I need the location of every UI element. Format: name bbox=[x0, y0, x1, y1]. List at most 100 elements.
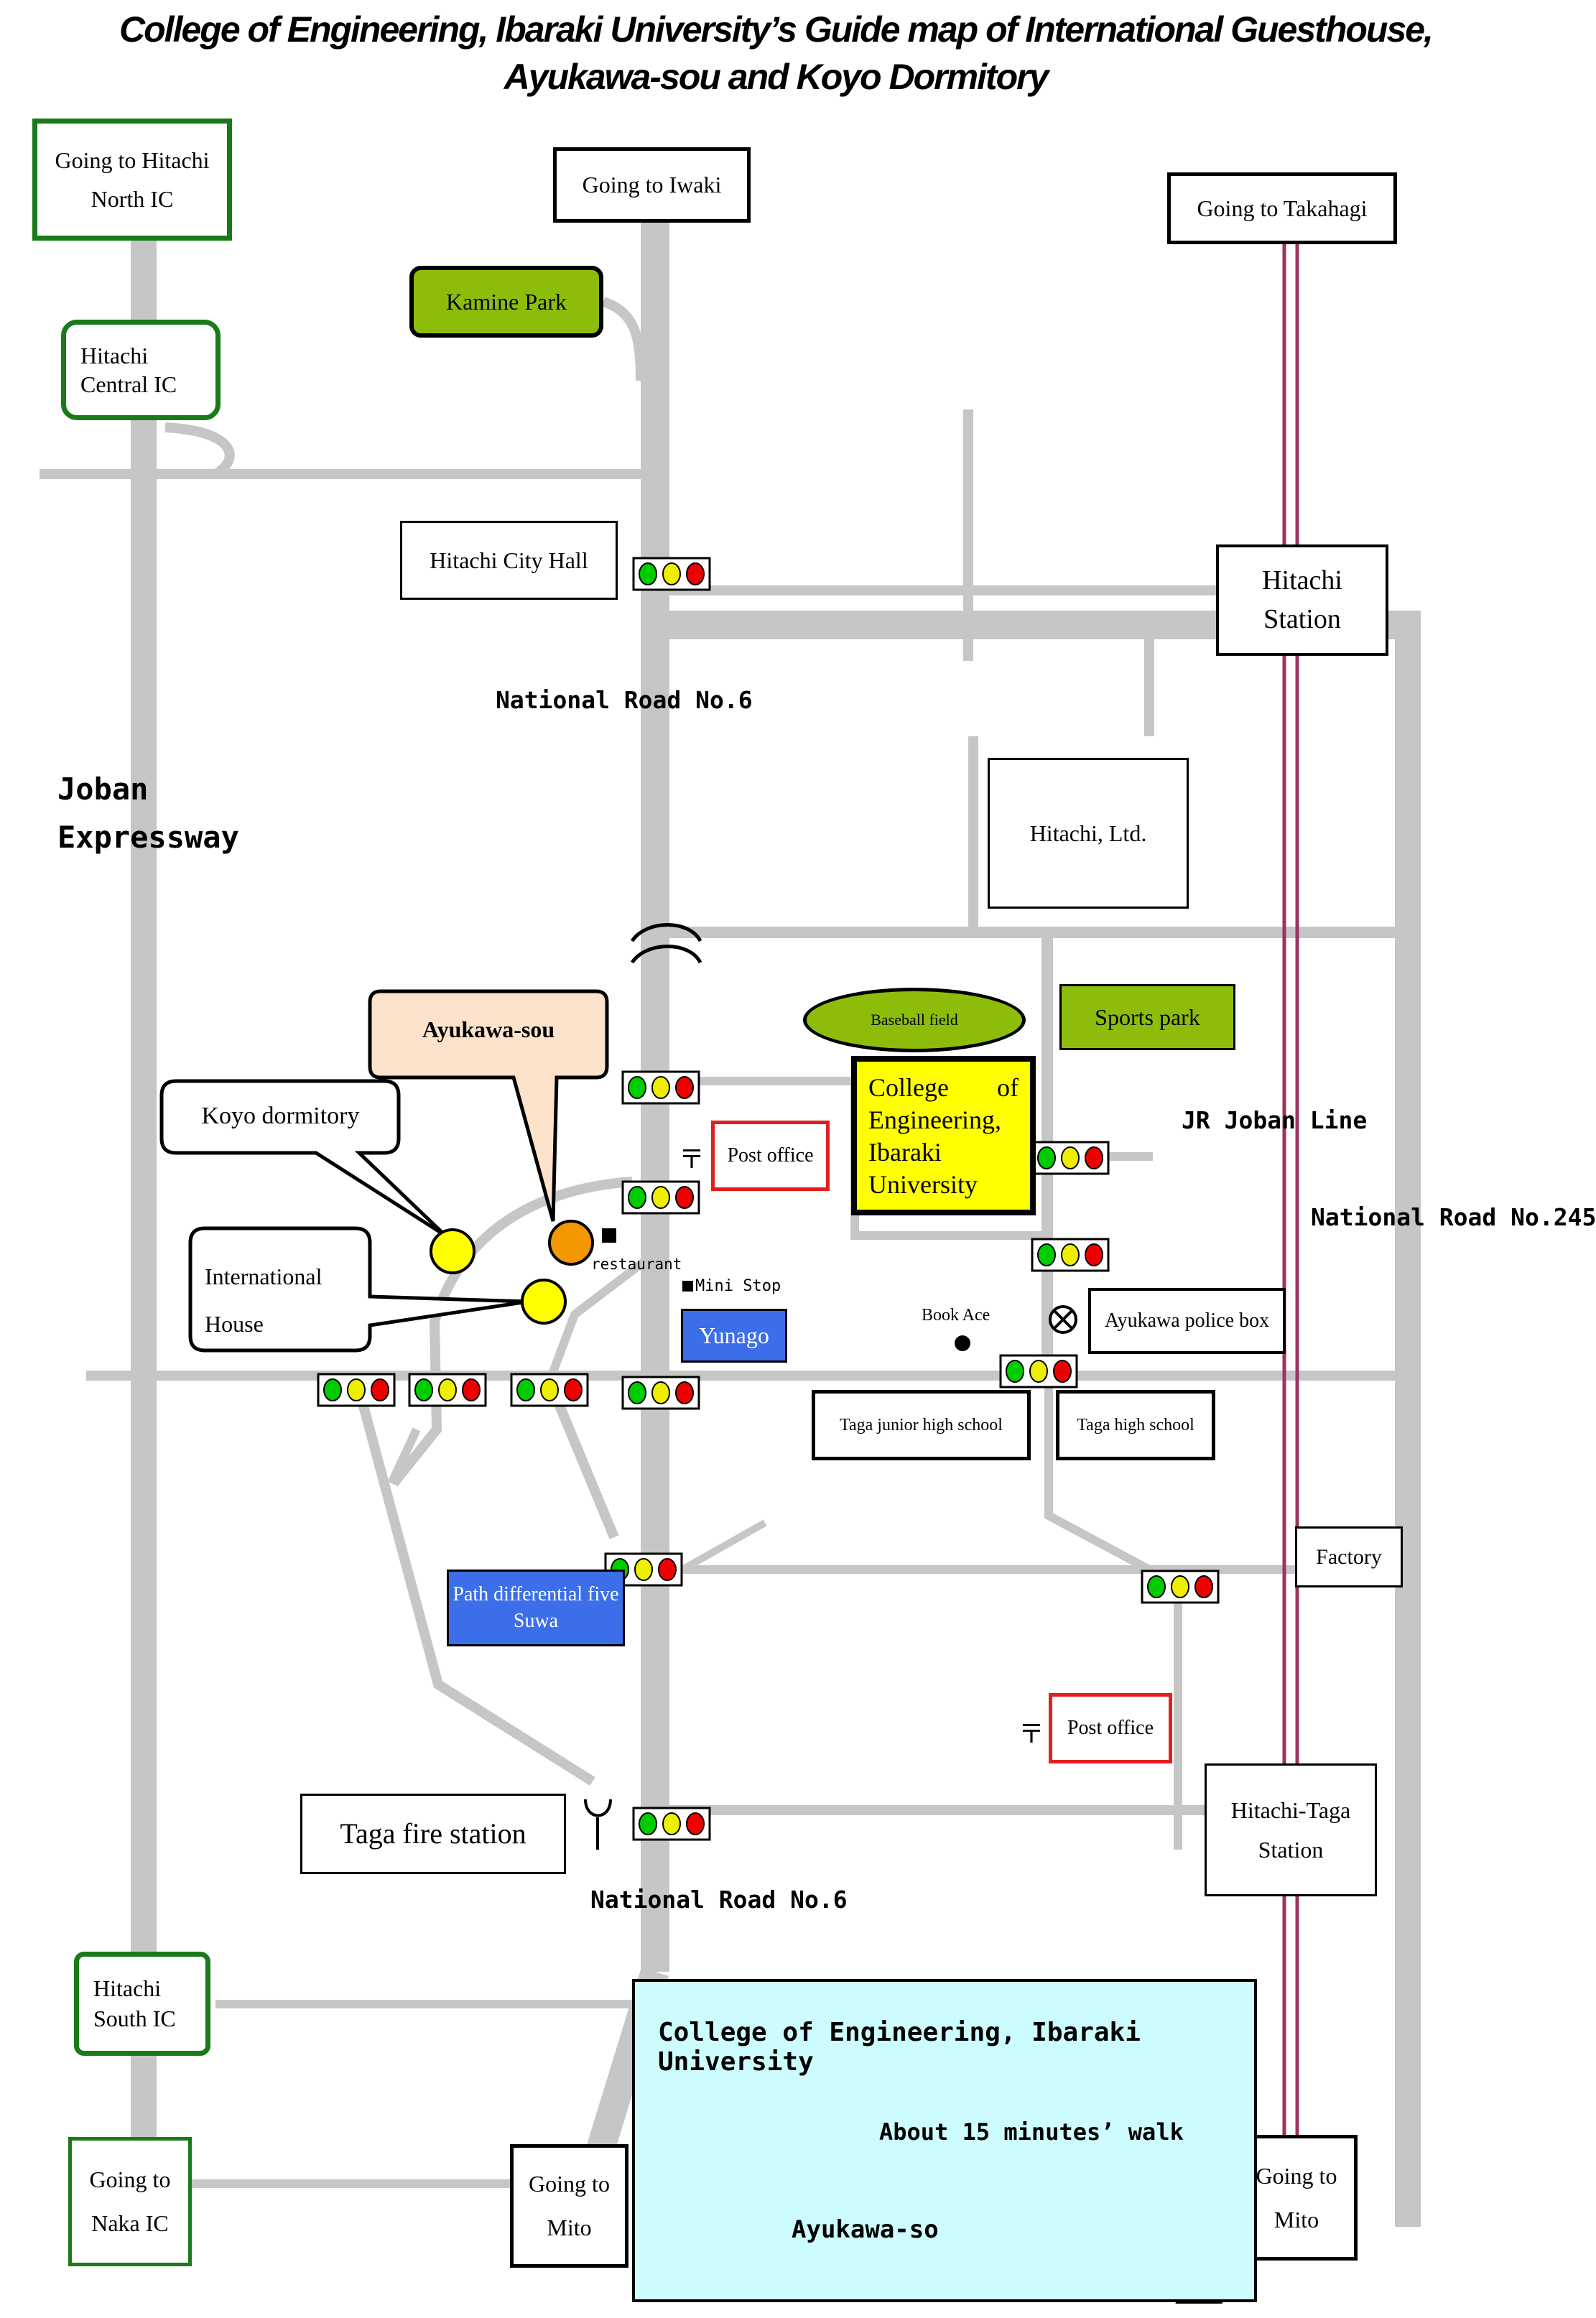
mini-stop-marker bbox=[682, 1281, 693, 1292]
bridge-symbol bbox=[630, 923, 702, 964]
hitachi-central-ic-ramp bbox=[164, 422, 235, 479]
factory-box[interactable]: Factory bbox=[1295, 1526, 1403, 1587]
kamine-park-road bbox=[601, 297, 646, 381]
koyo-dormitory-callout bbox=[159, 1079, 447, 1238]
traffic-signal-icon bbox=[632, 557, 711, 591]
taga-junior-high-label: Taga junior high school bbox=[840, 1415, 1003, 1434]
road-diag-mid bbox=[548, 1388, 619, 1539]
road-network bbox=[40, 223, 1421, 2227]
map-title-line2: Ayukawa-sou and Koyo Dormitory bbox=[504, 57, 1049, 97]
kamine-park-box[interactable]: Kamine Park bbox=[409, 266, 603, 338]
restaurant-marker bbox=[602, 1228, 616, 1243]
road-taga-south bbox=[1044, 1383, 1151, 1574]
traffic-signal-icon bbox=[1141, 1570, 1220, 1604]
traffic-signal-icon bbox=[632, 1807, 711, 1841]
going-hitachi-north-box[interactable]: Going to Hitachi North IC bbox=[32, 119, 232, 241]
path-differential-box[interactable]: Path differential five Suwa bbox=[447, 1570, 625, 1646]
taga-high-box[interactable]: Taga high school bbox=[1056, 1390, 1215, 1460]
map-stage: College of Engineering, Ibaraki Universi… bbox=[32, 9, 1596, 2304]
traffic-signal-icon bbox=[1031, 1141, 1110, 1175]
post-mark-2: 〒 bbox=[1019, 1720, 1045, 1748]
going-mito-1-box[interactable]: Going to Mito bbox=[510, 2144, 628, 2268]
national-road-6-upper-label: National Road No.6 bbox=[496, 686, 753, 714]
map-canvas bbox=[40, 223, 1421, 2304]
ayukawa-sou-callout bbox=[368, 989, 609, 1222]
ayukawa-sou-label: Ayukawa-sou bbox=[422, 1016, 555, 1042]
road-restaurant-diag bbox=[549, 1253, 653, 1374]
road-mid-curve bbox=[387, 1427, 421, 1485]
taga-junior-high-box[interactable]: Taga junior high school bbox=[812, 1390, 1031, 1460]
college-building[interactable]: College of Engineering, Ibaraki Universi… bbox=[851, 1056, 1036, 1215]
post-mark-1: 〒 bbox=[679, 1145, 705, 1174]
yunago-label: Yunago bbox=[699, 1322, 769, 1349]
ayukawa-sou-marker[interactable] bbox=[548, 1220, 594, 1266]
national-road-245-label: National Road No.245 bbox=[1311, 1203, 1596, 1231]
hitachi-ltd-label: Hitachi, Ltd. bbox=[1029, 820, 1147, 846]
traffic-signal-icon bbox=[408, 1373, 487, 1407]
going-takahagi-label: Going to Takahagi bbox=[1197, 195, 1368, 221]
callout-shapes bbox=[159, 989, 609, 1353]
hitachi-station-box[interactable]: Hitachi Station bbox=[1216, 544, 1388, 656]
taga-fire-station-box[interactable]: Taga fire station bbox=[300, 1794, 566, 1874]
note-line1: College of Engineering, Ibaraki Universi… bbox=[658, 2018, 1141, 2077]
baseball-field[interactable]: Baseball field bbox=[803, 988, 1026, 1052]
hitachi-taga-station-box[interactable]: Hitachi-Taga Station bbox=[1205, 1763, 1377, 1896]
going-iwaki-box[interactable]: Going to Iwaki bbox=[553, 147, 751, 223]
restaurant-label: restaurant bbox=[591, 1256, 682, 1273]
hitachi-ltd-box[interactable]: Hitachi, Ltd. bbox=[988, 758, 1189, 909]
international-house-marker[interactable] bbox=[521, 1279, 567, 1325]
traffic-signal-icon bbox=[621, 1180, 700, 1215]
police-box-icon bbox=[1049, 1305, 1077, 1334]
book-ace-label: Book Ace bbox=[922, 1306, 990, 1325]
hitachi-central-ic-label: Hitachi Central IC bbox=[80, 343, 177, 397]
hitachi-south-ic-box[interactable]: Hitachi South IC bbox=[74, 1952, 210, 2056]
going-naka-label: Going to Naka IC bbox=[89, 2166, 171, 2236]
koyo-dormitory-marker[interactable] bbox=[430, 1228, 475, 1274]
walk-time-note: College of Engineering, Ibaraki Universi… bbox=[632, 1979, 1257, 2302]
hitachi-south-ic-label: Hitachi South IC bbox=[93, 1975, 176, 2031]
traffic-signal-icon bbox=[317, 1373, 396, 1407]
jr-joban-line-label: JR Joban Line bbox=[1182, 1106, 1368, 1134]
going-mito-1-label: Going to Mito bbox=[529, 2171, 610, 2240]
post-office-1-box[interactable]: Post office bbox=[711, 1121, 830, 1191]
going-naka-box[interactable]: Going to Naka IC bbox=[68, 2137, 192, 2266]
taga-high-label: Taga high school bbox=[1077, 1415, 1194, 1434]
traffic-signals bbox=[317, 557, 1220, 1841]
traffic-signal-icon bbox=[510, 1373, 589, 1407]
ayukawa-police-box[interactable]: Ayukawa police box bbox=[1088, 1288, 1286, 1354]
traffic-signal-icon bbox=[621, 1070, 700, 1105]
going-mito-2-label: Going to Mito bbox=[1256, 2162, 1337, 2233]
factory-label: Factory bbox=[1316, 1545, 1382, 1569]
road-spur-a bbox=[680, 1519, 767, 1573]
path-differential-label: Path differential five Suwa bbox=[453, 1583, 619, 1632]
hitachi-central-ic-box[interactable]: Hitachi Central IC bbox=[61, 320, 221, 420]
joban-expressway-label: Joban Expressway bbox=[57, 771, 239, 856]
hitachi-city-hall-box[interactable]: Hitachi City Hall bbox=[400, 521, 618, 600]
kamine-park-label: Kamine Park bbox=[446, 288, 567, 315]
international-house-callout bbox=[188, 1226, 529, 1353]
note-walk-time: About 15 minutes’ walk bbox=[879, 2118, 1184, 2146]
college-label: College of Engineering, Ibaraki Universi… bbox=[868, 1073, 1019, 1199]
taga-fire-station-label: Taga fire station bbox=[340, 1817, 526, 1850]
sports-park-label: Sports park bbox=[1095, 1003, 1200, 1030]
going-takahagi-box[interactable]: Going to Takahagi bbox=[1167, 172, 1397, 244]
international-house-label: International House bbox=[205, 1264, 323, 1337]
traffic-signal-icon bbox=[999, 1354, 1078, 1389]
post-office-1-label: Post office bbox=[727, 1144, 814, 1167]
traffic-signal-icon bbox=[621, 1376, 700, 1410]
mini-stop-label: Mini Stop bbox=[695, 1277, 781, 1295]
koyo-dormitory-label: Koyo dormitory bbox=[201, 1103, 360, 1129]
post-office-2-box[interactable]: Post office bbox=[1049, 1693, 1172, 1763]
going-hitachi-north-label: Going to Hitachi North IC bbox=[55, 147, 210, 212]
ayukawa-police-box-label: Ayukawa police box bbox=[1104, 1309, 1270, 1332]
going-iwaki-label: Going to Iwaki bbox=[582, 172, 722, 198]
map-title-line1: College of Engineering, Ibaraki Universi… bbox=[119, 9, 1434, 50]
road-diag-south bbox=[354, 1389, 595, 1786]
post-office-2-label: Post office bbox=[1067, 1717, 1154, 1740]
national-road-6-lower-label: National Road No.6 bbox=[590, 1886, 848, 1914]
sports-park-box[interactable]: Sports park bbox=[1059, 984, 1235, 1050]
yunago-box[interactable]: Yunago bbox=[681, 1309, 787, 1363]
note-line3: Ayukawa-so bbox=[792, 2215, 939, 2244]
fire-station-icon bbox=[584, 1799, 612, 1850]
hitachi-taga-station-label: Hitachi-Taga Station bbox=[1230, 1797, 1351, 1863]
